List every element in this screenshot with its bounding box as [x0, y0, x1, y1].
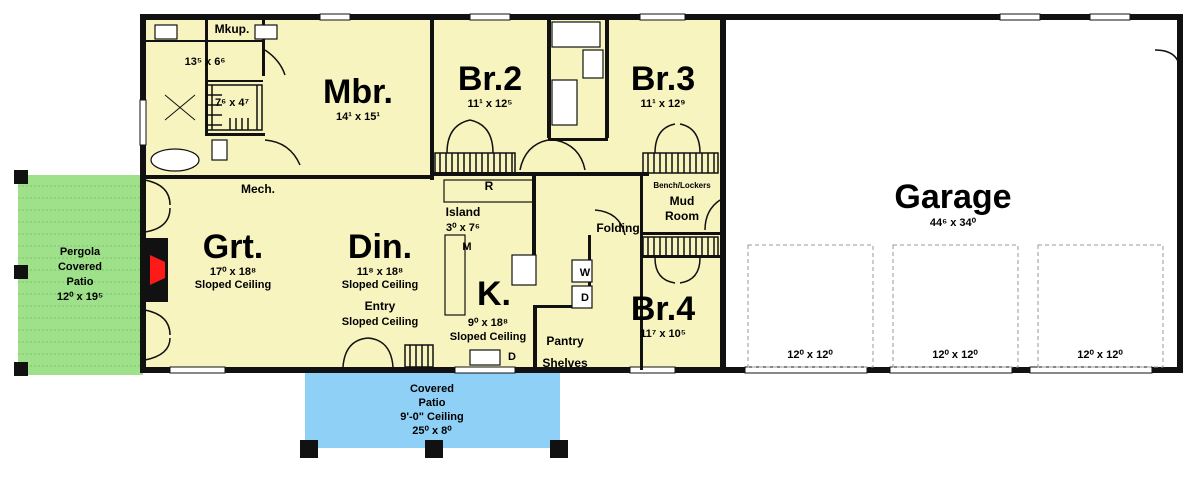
- mudroom-label-2: Room: [665, 209, 699, 223]
- covered-patio-fill: [305, 372, 560, 448]
- din-label: Din.: [348, 228, 412, 266]
- dishwasher-label: D: [508, 351, 516, 363]
- bath-dim: 13⁵ x 6⁶: [185, 56, 226, 68]
- wic-dim: 7⁶ x 4⁷: [215, 97, 250, 109]
- garage-bays: [747, 244, 1164, 368]
- folding-label: Folding: [596, 221, 639, 235]
- garage-bay-2-dim: 12⁰ x 12⁰: [932, 349, 978, 361]
- garage-bay-3-dim: 12⁰ x 12⁰: [1077, 349, 1123, 361]
- pergola-dim: 12⁰ x 19⁵: [57, 291, 103, 303]
- patio-line-2: Patio: [419, 397, 446, 409]
- din-note: Sloped Ceiling: [342, 279, 418, 291]
- br2-label: Br.2: [458, 60, 522, 98]
- microwave-label: M: [462, 241, 471, 253]
- patio-line-1: Covered: [410, 383, 454, 395]
- br2-dim: 11¹ x 12⁵: [468, 98, 513, 110]
- pergola-line-1: Pergola: [60, 246, 101, 258]
- garage-floor-fill: [723, 18, 1180, 370]
- grt-label: Grt.: [203, 228, 263, 266]
- shelves-label: Shelves: [542, 356, 588, 370]
- island-label: Island: [446, 205, 481, 219]
- garage-dim: 44⁶ x 34⁰: [930, 217, 977, 229]
- br3-dim: 11¹ x 12⁹: [641, 98, 686, 110]
- mbr-label: Mbr.: [323, 73, 393, 111]
- dryer-label: D: [581, 292, 589, 304]
- kitchen-dim: 9⁰ x 18⁸: [468, 317, 508, 329]
- shower-x: [164, 94, 196, 121]
- entry-note: Sloped Ceiling: [342, 316, 418, 328]
- pergola-slats: [18, 185, 143, 367]
- mech-label: Mech.: [241, 182, 275, 196]
- garage-label: Garage: [894, 178, 1011, 216]
- patio-dim: 25⁰ x 8⁰: [412, 425, 452, 437]
- fridge-label: R: [485, 179, 494, 193]
- mudroom-label-1: Mud: [670, 194, 695, 208]
- kitchen-label: K.: [477, 275, 511, 313]
- fixtures: [150, 21, 604, 366]
- mbr-dim: 14¹ x 15¹: [336, 111, 380, 123]
- br4-dim: 11⁷ x 10⁵: [640, 328, 686, 340]
- br4-label: Br.4: [631, 290, 695, 328]
- door-swings: [144, 49, 1181, 368]
- island-dim: 3⁰ x 7⁶: [446, 222, 480, 234]
- fireplace: [143, 238, 168, 302]
- kitchen-note: Sloped Ceiling: [450, 331, 526, 343]
- washer-label: W: [580, 267, 591, 279]
- tub: [150, 148, 200, 172]
- pergola-line-2: Covered: [58, 261, 102, 273]
- patio-line-3: 9'-0" Ceiling: [400, 411, 463, 423]
- pantry-label: Pantry: [546, 334, 584, 348]
- entry-label: Entry: [365, 299, 396, 313]
- br3-label: Br.3: [631, 60, 695, 98]
- bench-lockers-label: Bench/Lockers: [653, 181, 711, 190]
- garage-bay-1-dim: 12⁰ x 12⁰: [787, 349, 833, 361]
- closet-rods: [206, 84, 719, 368]
- posts: [14, 170, 568, 458]
- pergola-line-3: Patio: [67, 276, 94, 288]
- mkup-label: Mkup.: [215, 22, 250, 36]
- grt-note: Sloped Ceiling: [195, 279, 271, 291]
- pergola-fill: [18, 175, 143, 375]
- din-dim: 11⁸ x 18⁸: [357, 266, 404, 278]
- windows: [139, 13, 1153, 374]
- grt-dim: 17⁰ x 18⁸: [210, 266, 256, 278]
